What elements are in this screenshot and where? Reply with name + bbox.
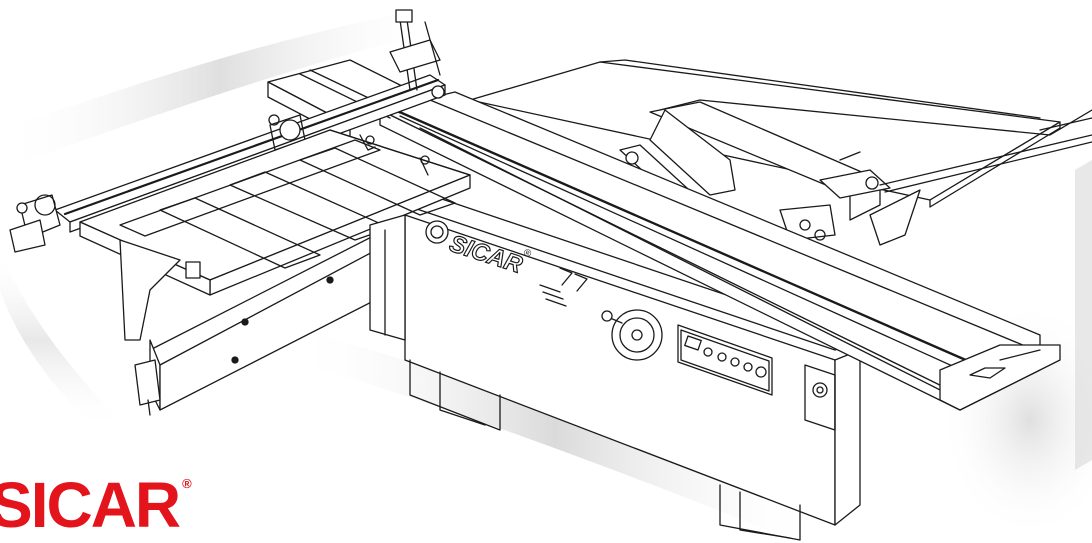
flip-stop-left xyxy=(9,194,61,253)
hold-down-clamp xyxy=(389,9,445,99)
brand-logo-registered: ® xyxy=(182,476,192,491)
brand-logo-text: SICAR xyxy=(0,469,181,541)
cabinet-logo-registered: ® xyxy=(522,247,533,260)
support-arm xyxy=(119,214,406,416)
sicar-brand-logo: SICAR® xyxy=(0,470,192,540)
rip-fence xyxy=(649,101,1092,246)
machine-cabinet xyxy=(404,194,861,541)
